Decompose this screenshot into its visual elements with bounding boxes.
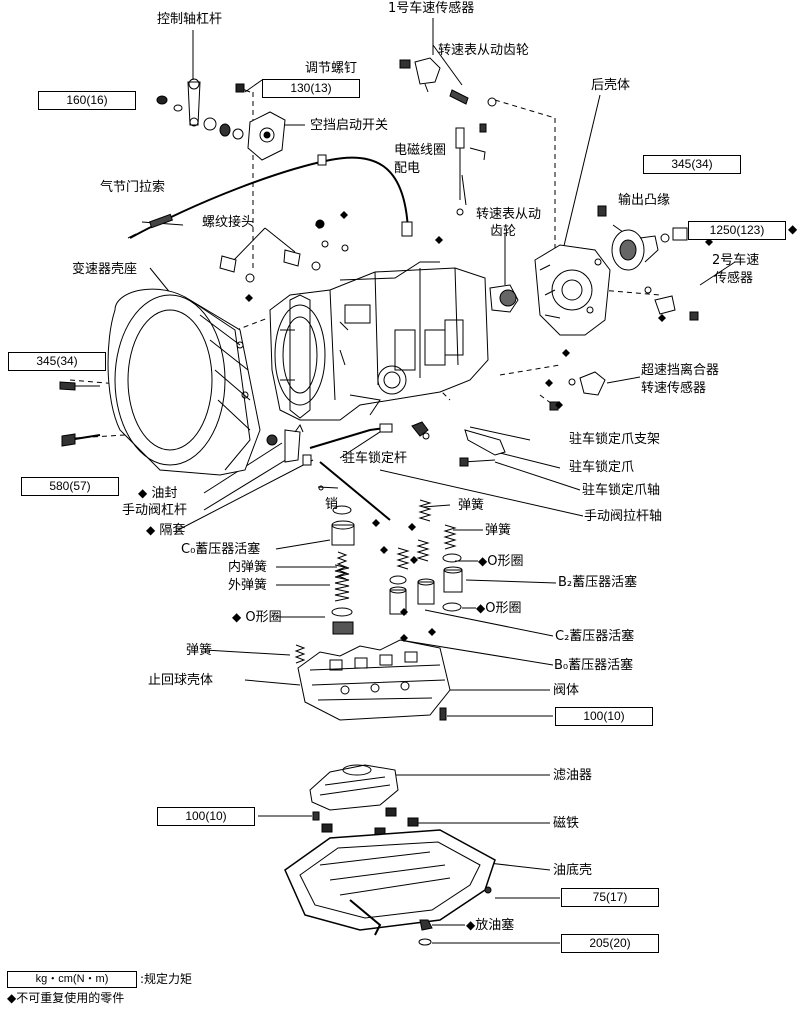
label-outer-spring: 外弹簧 xyxy=(228,578,268,593)
od-speed-sensor xyxy=(549,371,606,411)
oil-pan xyxy=(284,829,496,946)
label-extension-housing: 后壳体 xyxy=(591,78,631,93)
label-parking-lock-rod: 驻车锁定杆 xyxy=(342,451,408,466)
label-output-flange: 输出凸缘 xyxy=(618,193,671,208)
torque-box-100-valve: 100(10) xyxy=(555,707,653,726)
torque-1250-diamond: ◆ xyxy=(788,222,798,236)
label-valve-body: 阀体 xyxy=(553,683,580,698)
throttle-cable xyxy=(127,154,413,239)
converter-housing xyxy=(107,288,261,476)
label-parking-pawl-bracket: 驻车锁定爪支架 xyxy=(569,432,661,447)
label-o-ring-3: ◆ O形圈 xyxy=(232,610,282,625)
label-inner-spring: 内弹簧 xyxy=(228,560,268,575)
output-flange xyxy=(597,205,688,271)
label-c2-piston: C₂蓄压器活塞 xyxy=(555,629,635,644)
speed-sensor-1 xyxy=(399,57,497,107)
label-housing: 变速器壳座 xyxy=(72,262,138,277)
oil-strainer xyxy=(309,764,399,821)
accumulator-parts xyxy=(294,499,463,664)
torque-box-345-left: 345(34) xyxy=(8,352,106,371)
label-od-sensor-2: 转速传感器 xyxy=(641,381,707,396)
label-spring-2: 弹簧 xyxy=(485,523,512,538)
label-speed-sensor-2-b: 传感器 xyxy=(714,271,754,286)
label-manual-valve-lever: 手动阀杠杆 xyxy=(122,503,188,518)
label-speedometer-driven-gear-top: 转速表从动齿轮 xyxy=(438,43,530,58)
label-adjust-screw: 调节螺钉 xyxy=(305,61,358,76)
label-parking-pawl-shaft: 驻车锁定爪轴 xyxy=(582,483,661,498)
transmission-case xyxy=(269,261,489,421)
label-manual-valve-shaft: 手动阀拉杆轴 xyxy=(584,509,663,524)
torque-box-160: 160(16) xyxy=(38,91,136,110)
label-b0-piston: B₀蓄压器活塞 xyxy=(554,658,634,673)
neutral-start-switch xyxy=(235,83,286,161)
label-magnet: 磁铁 xyxy=(553,816,580,831)
label-o-ring-2: ◆O形圈 xyxy=(476,601,522,616)
extension-housing xyxy=(534,244,611,336)
label-control-shaft-lever: 控制轴杠杆 xyxy=(157,12,223,27)
label-spacer: ◆ 隔套 xyxy=(146,523,186,538)
speed-sensor-2 xyxy=(644,286,699,321)
label-od-sensor-1: 超速挡离合器 xyxy=(641,363,720,378)
magnets xyxy=(321,807,419,837)
legend-torque-desc: :规定力矩 xyxy=(140,972,193,986)
label-speedometer-gear-2: 齿轮 xyxy=(490,224,517,239)
manual-valve-lever xyxy=(266,423,391,521)
label-check-ball-body: 止回球壳体 xyxy=(148,673,214,688)
control-shaft-lever xyxy=(156,78,244,140)
parking-lock-parts xyxy=(309,421,506,467)
label-drain-plug: ◆放油塞 xyxy=(466,918,515,933)
label-solenoid-1: 电磁线圈 xyxy=(394,143,447,158)
label-neutral-start-switch: 空挡启动开关 xyxy=(310,118,389,133)
label-pin: 销 xyxy=(325,497,339,512)
torque-box-205: 205(20) xyxy=(561,934,659,953)
label-o-ring-1: ◆O形圈 xyxy=(478,554,524,569)
label-threaded-connector: 螺纹接头 xyxy=(202,215,255,230)
label-speed-sensor-1: 1号车速传感器 xyxy=(388,1,475,16)
label-spring-1: 弹簧 xyxy=(458,498,485,513)
label-solenoid-2: 配电 xyxy=(394,161,421,176)
label-spring-3: 弹簧 xyxy=(186,643,213,658)
label-speedometer-gear-1: 转速表从动 xyxy=(476,207,542,222)
label-b2-piston: B₂蓄压器活塞 xyxy=(558,575,638,590)
label-throttle-cable: 气节门拉索 xyxy=(100,180,166,195)
torque-box-100-filter: 100(10) xyxy=(157,807,255,826)
valve-body xyxy=(297,639,451,721)
solenoid-wiring xyxy=(455,123,487,216)
legend-nonreusable: ◆不可重复使用的零件 xyxy=(7,991,125,1005)
legend-unit-box: kg・cm(N・m) xyxy=(7,971,137,988)
torque-box-345-top: 345(34) xyxy=(643,155,741,174)
nonreusable-markers xyxy=(245,211,713,642)
speedometer-gear-mid xyxy=(489,284,519,313)
torque-box-1250: 1250(123) xyxy=(688,221,786,240)
torque-box-580: 580(57) xyxy=(21,477,119,496)
label-parking-pawl: 驻车锁定爪 xyxy=(569,460,635,475)
label-oil-pan: 油底壳 xyxy=(553,863,593,878)
label-oil-seal: ◆ 油封 xyxy=(138,486,178,501)
label-speed-sensor-2-a: 2号车速 xyxy=(712,253,760,268)
housing-bolts xyxy=(59,381,101,447)
label-oil-strainer: 滤油器 xyxy=(553,768,593,783)
torque-box-75: 75(17) xyxy=(561,888,659,907)
label-c0-piston: C₀蓄压器活塞 xyxy=(181,542,261,557)
torque-box-130: 130(13) xyxy=(262,79,360,98)
